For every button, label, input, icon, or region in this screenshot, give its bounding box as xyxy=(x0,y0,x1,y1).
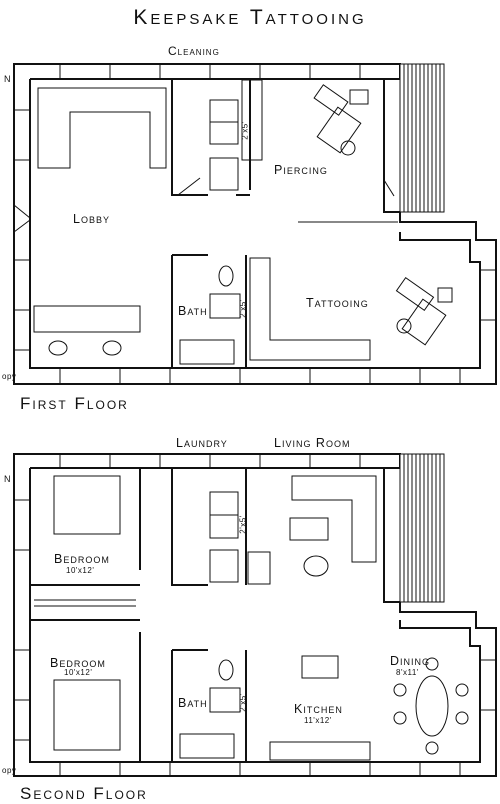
room-label-dining: Dining xyxy=(390,654,431,668)
room-label-piercing: Piercing xyxy=(274,163,328,177)
room-label-lobby: Lobby xyxy=(73,212,110,226)
first-floor-plan xyxy=(13,63,497,385)
room-label-laundry: Laundry xyxy=(176,436,228,450)
floor-label-first: First Floor xyxy=(20,394,129,413)
bedroom-1-size: 10'x12' xyxy=(66,566,95,575)
second-floor-stone-marks xyxy=(14,454,496,776)
second-floor-plan xyxy=(13,453,497,777)
room-label-bath-first: Bath xyxy=(178,304,208,318)
north-indicator: N xyxy=(4,74,12,84)
signature-mark: opy xyxy=(2,372,17,381)
dining-size: 8'x11' xyxy=(396,668,419,677)
first-floor-inner-wall xyxy=(29,78,481,369)
room-label-bedroom-1: Bedroom xyxy=(54,552,110,566)
north-indicator: N xyxy=(4,474,12,484)
bedroom-2-size: 10'x12' xyxy=(64,668,93,677)
dining-table xyxy=(415,675,449,737)
kitchen-size: 11'x12' xyxy=(304,716,332,725)
signature-mark: opy xyxy=(2,766,17,775)
dimension-label: 2'x5' xyxy=(238,693,248,712)
first-floor-stone-marks xyxy=(14,64,496,384)
tattoo-chair xyxy=(395,276,453,346)
first-floor-staircase xyxy=(399,63,445,213)
second-floor-staircase xyxy=(399,453,445,603)
lobby-bench xyxy=(33,305,141,333)
dimension-label: 2'x5' xyxy=(238,299,248,318)
room-label-cleaning: Cleaning xyxy=(168,44,220,58)
room-label-bedroom-2: Bedroom xyxy=(50,656,106,670)
lobby-counter xyxy=(37,87,167,169)
floor-label-second: Second Floor xyxy=(20,784,148,803)
room-label-living-room: Living Room xyxy=(274,436,351,450)
room-label-kitchen: Kitchen xyxy=(294,702,343,716)
dimension-label: 2'x5' xyxy=(240,121,250,140)
piercing-chair xyxy=(313,84,369,156)
room-label-bath-second: Bath xyxy=(178,696,208,710)
dimension-label: 2'x5' xyxy=(238,515,248,534)
page-title: Keepsake Tattooing xyxy=(133,6,367,29)
room-label-tattooing: Tattooing xyxy=(306,296,369,310)
second-floor-inner-wall xyxy=(29,467,481,763)
